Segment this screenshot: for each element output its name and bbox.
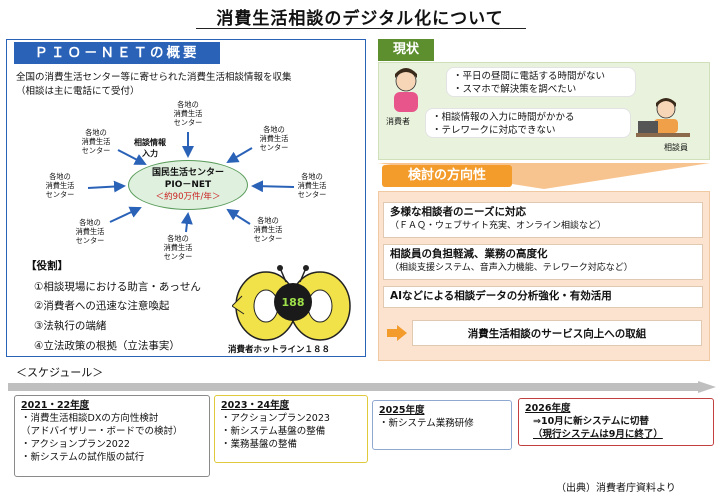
role-item: ④立法政策の根拠（立法事実） <box>34 340 180 352</box>
direction-item: AIなどによる相談データの分析強化・有効活用 <box>383 286 703 308</box>
consumer-label: 消費者 <box>386 117 410 126</box>
direction-item: 相談員の負担軽減、業務の高度化 （相談支援システム、音声入力機能、テレワーク対応… <box>383 244 703 280</box>
schedule-phase-2021: 2021・22年度 ・消費生活相談DXの方向性検討 （アドバイザリー・ボードでの… <box>14 395 210 477</box>
center-node-bottom: 各地の消費生活センター <box>163 234 193 261</box>
source-note: （出典）消費者庁資料より <box>556 483 676 494</box>
hub-volume: ＜約90万件/年＞ <box>155 192 221 202</box>
schedule-phase-2025: 2025年度 ・新システム業務研修 <box>372 400 512 450</box>
pio-net-hub <box>128 160 248 210</box>
center-node-right: 各地の消費生活センター <box>297 172 327 199</box>
role-item: ①相談現場における助言・あっせん <box>34 281 201 293</box>
arrow-right <box>251 180 295 193</box>
overview-intro-line1: 全国の消費生活センター等に寄せられた消費生活相談情報を収集 <box>16 72 292 83</box>
consumer-speech-bubble: ・平日の昼間に電話する時間がない ・スマホで解決策を調べたい <box>446 67 636 97</box>
schedule-phase-2026: 2026年度 ⇒10月に新システムに切替 （現行システムは9月に終了） <box>518 398 714 446</box>
center-node-upper-right: 各地の消費生活センター <box>259 125 289 152</box>
schedule-timeline-arrow <box>8 381 716 393</box>
operator-speech-bubble: ・相談情報の入力に時間がかかる ・テレワークに対応できない <box>425 108 631 138</box>
current-status-header: 現状 <box>378 39 434 61</box>
direction-item: 多様な相談者のニーズに対応 （ＦＡＱ・ウェブサイト充実、オンライン相談など） <box>383 202 703 238</box>
arrow-upper-right <box>226 147 253 164</box>
role-item: ②消費者への迅速な注意喚起 <box>34 300 170 312</box>
direction-header: 検討の方向性 <box>382 165 512 187</box>
operator-person-icon <box>636 98 690 137</box>
center-node-upper-left: 各地の消費生活センター <box>81 128 111 155</box>
schedule-title: ＜スケジュール＞ <box>16 366 104 379</box>
center-node-left: 各地の消費生活センター <box>45 172 75 199</box>
hub-system-name: PIO－NET <box>164 180 212 190</box>
consumer-person-icon <box>394 68 418 112</box>
center-node-top: 各地の消費生活センター <box>173 100 203 127</box>
arrow-bottom <box>180 212 193 233</box>
mascot-caption: 消費者ホットライン１８８ <box>228 345 331 355</box>
center-node-lower-right: 各地の消費生活センター <box>253 216 283 243</box>
arrow-left <box>87 180 126 193</box>
overview-intro-line2: （相談は主に電話にて受付） <box>16 86 140 97</box>
mascot-number: 188 <box>282 296 305 309</box>
arrow-lower-right <box>226 208 251 225</box>
direction-goal: 消費生活相談のサービス向上への取組 <box>412 320 702 346</box>
input-arrow-label: 相談情報入力 <box>134 138 166 158</box>
arrow-upper-left <box>117 149 147 165</box>
operator-label: 相談員 <box>664 143 688 152</box>
page-title: 消費生活相談のデジタル化について <box>216 9 504 29</box>
title-underline <box>196 28 526 29</box>
hotline-mascot-image: 188 <box>232 265 351 341</box>
center-node-lower-left: 各地の消費生活センター <box>75 218 105 245</box>
roles-title: 【役割】 <box>26 260 68 272</box>
schedule-phase-2023: 2023・24年度 ・アクションプラン2023 ・新システム基盤の整備 ・業務基… <box>214 395 368 463</box>
network-arrows <box>87 132 295 233</box>
role-item: ③法執行の端緒 <box>34 320 107 332</box>
right-arrow-icon <box>387 325 407 341</box>
overview-header: ＰＩＯ－ＮＥＴの概要 <box>14 42 220 64</box>
hub-title: 国民生活センター <box>151 168 224 178</box>
arrow-lower-left <box>109 206 142 223</box>
